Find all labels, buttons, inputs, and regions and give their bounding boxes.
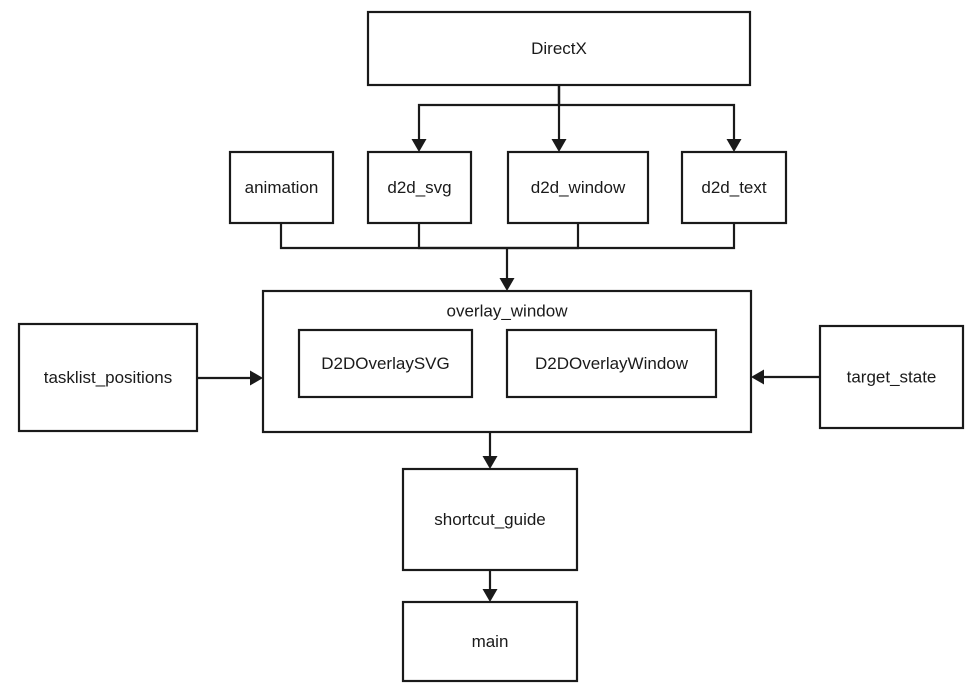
edge-d2d_svg-to-overlay_window: [417, 223, 507, 250]
edge-d2d_text-to-overlay_window: [507, 223, 736, 250]
edge-target_state-to-overlay_window: [751, 369, 820, 385]
node-main[interactable]: main: [401, 600, 579, 683]
edge-tasklist_positions-to-overlay_window: [197, 370, 263, 386]
node-d2d_overlay_svg[interactable]: D2DOverlaySVG: [297, 328, 474, 399]
node-animation[interactable]: animation: [228, 150, 335, 225]
node-d2d_text[interactable]: d2d_text: [680, 150, 788, 225]
edge-directx-to-d2d_text: [557, 85, 742, 152]
edges-layer: [197, 85, 820, 602]
node-d2d_window[interactable]: d2d_window: [506, 150, 650, 225]
edge-overlay_window-to-overlay_window: [499, 248, 515, 291]
node-d2d_overlay_window[interactable]: D2DOverlayWindow: [505, 328, 718, 399]
node-target_state[interactable]: target_state: [818, 324, 965, 430]
edge-animation-to-overlay_window: [279, 223, 507, 250]
node-tasklist_positions[interactable]: tasklist_positions: [17, 322, 199, 433]
edge-overlay_window-to-shortcut_guide: [482, 432, 498, 469]
node-directx[interactable]: DirectX: [366, 10, 752, 87]
edge-d2d_window-to-overlay_window: [507, 223, 580, 250]
edge-directx-to-d2d_svg: [411, 85, 561, 152]
node-shortcut_guide[interactable]: shortcut_guide: [401, 467, 579, 572]
edge-shortcut_guide-to-main: [482, 570, 498, 602]
node-d2d_svg[interactable]: d2d_svg: [366, 150, 473, 225]
